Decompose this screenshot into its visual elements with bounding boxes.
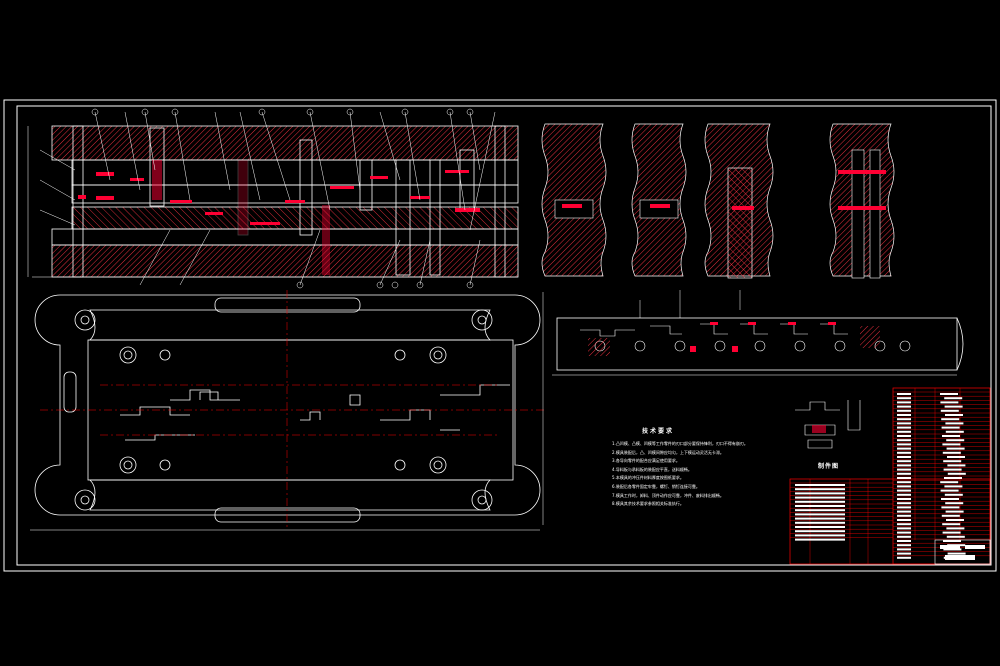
technical-note-line: 7.模具工作时，卸料、顶件动作应可靠，冲件、废料排出顺畅。: [612, 492, 724, 498]
technical-note-line: 8.模具其余技术要求参照相关标准执行。: [612, 501, 684, 507]
technical-note-line: 4.导料板与承料板的装配应平直，送料顺畅。: [612, 466, 692, 472]
plan-view: [34, 294, 541, 523]
part-sketch: [795, 400, 861, 449]
title-block: [789, 387, 991, 565]
partial-section-views: [541, 123, 895, 279]
assembly-section-view: [27, 108, 519, 289]
part-drawing-label: 制件图: [818, 463, 840, 470]
technical-note-line: 2.模具装配后，凸、凹模间隙应均匀，上下模运动灵活无卡滞。: [612, 449, 724, 455]
technical-note-line: 5.本模具的冲压件材料厚度按图纸要求。: [612, 475, 684, 481]
technical-requirements-title: 技术要求: [642, 428, 675, 435]
plan-centerlines: [40, 290, 545, 530]
technical-note-line: 6.装配后各零件固定牢靠，螺钉、销钉连接可靠。: [612, 483, 700, 489]
inner-frame: [16, 105, 992, 566]
technical-note-line: 3.各导向零件的配合应满足使用要求。: [612, 458, 680, 464]
strip-layout: [552, 290, 964, 376]
technical-note-line: 1.凸凹模、凸模、凹模等工作零件的刃口部分要保持锋利，刃口不得有崩刃。: [612, 441, 748, 446]
outer-frame: [3, 99, 997, 572]
